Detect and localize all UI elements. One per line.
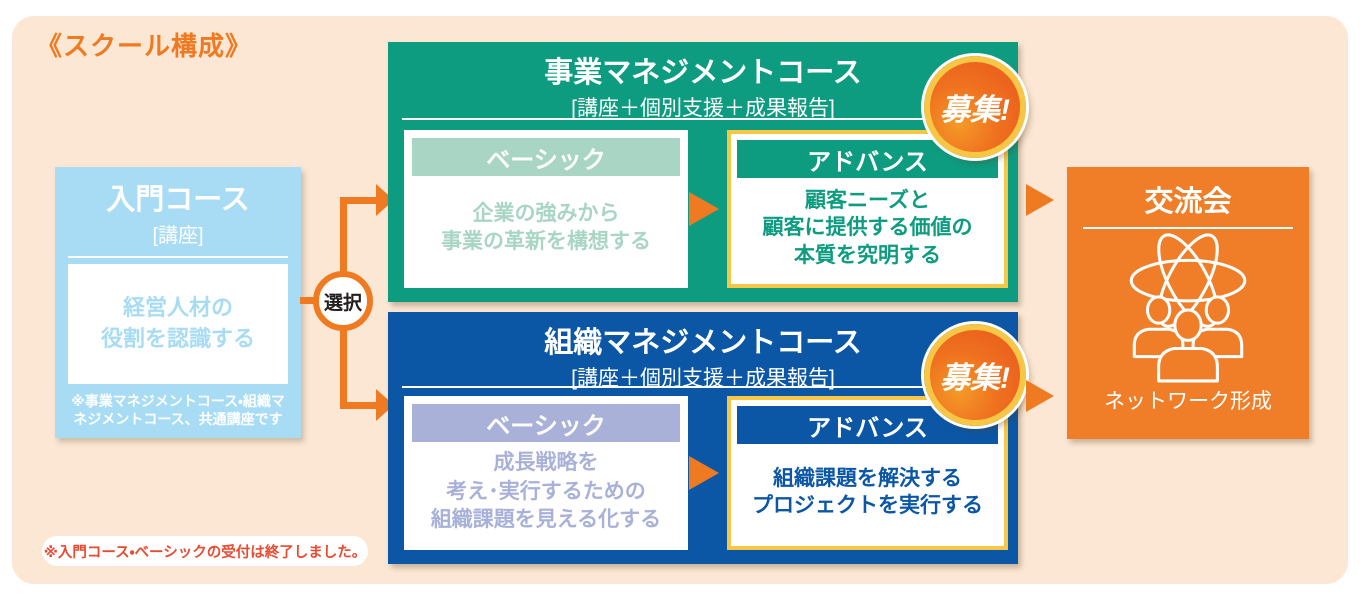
connector-line-top xyxy=(343,197,379,204)
organization-management-course-box: 組織マネジメントコース [講座＋個別支援＋成果報告] ベーシック 成長戦略を 考… xyxy=(388,312,1018,564)
organization-course-divider xyxy=(402,386,928,388)
business-basic-description: 企業の強みから 事業の革新を構想する xyxy=(441,201,651,253)
business-advance-box: アドバンス 顧客ニーズと 顧客に提供する価値の 本質を究明する xyxy=(727,130,1008,288)
recruiting-badge: 募集! xyxy=(924,324,1026,426)
business-management-course-box: 事業マネジメントコース [講座＋個別支援＋成果報告] ベーシック 企業の強みから… xyxy=(388,42,1018,302)
exchange-divider xyxy=(1083,227,1293,229)
business-course-subtitle: [講座＋個別支援＋成果報告] xyxy=(571,97,835,120)
business-course-divider xyxy=(402,118,928,120)
business-basic-box: ベーシック 企業の強みから 事業の革新を構想する xyxy=(404,130,688,288)
intro-course-subtitle: [講座] xyxy=(152,225,204,247)
organization-course-title: 組織マネジメントコース xyxy=(544,327,862,359)
intro-course-description-text: 経営人材の 役割を認識する xyxy=(100,295,255,351)
exchange-title: 交流会 xyxy=(1144,186,1232,218)
intro-course-note: ※事業マネジメントコース・組織マ ネジメントコース、共通講座です xyxy=(71,393,285,427)
organization-basic-box: ベーシック 成長戦略を 考え･実行するための 組織課題を見える化する xyxy=(404,396,688,550)
intro-course-description: 経営人材の 役割を認識する xyxy=(68,264,288,384)
intro-divider xyxy=(68,256,288,258)
page-title: 《スクール構成》 xyxy=(36,31,253,61)
arrow-right-icon xyxy=(1026,184,1054,216)
intro-course-title: 入門コース xyxy=(106,184,250,216)
organization-basic-header: ベーシック xyxy=(412,404,680,442)
organization-advance-box: アドバンス 組織課題を解決する プロジェクトを実行する xyxy=(727,396,1008,550)
organization-basic-description: 成長戦略を 考え･実行するための 組織課題を見える化する xyxy=(430,451,662,532)
arrow-right-icon xyxy=(1026,380,1054,412)
exchange-description: ネットワーク形成 xyxy=(1104,390,1272,413)
footer-note-pill: ※入門コース・ベーシックの受付は終了しました。 xyxy=(42,536,368,566)
business-basic-header: ベーシック xyxy=(412,138,680,176)
business-advance-header: アドバンス xyxy=(737,140,998,178)
arrow-right-icon xyxy=(689,456,719,490)
business-course-title: 事業マネジメントコース xyxy=(544,57,862,89)
connector-line-stub xyxy=(300,297,316,304)
people-network-icon xyxy=(1129,233,1247,383)
business-advance-description: 顧客ニーズと 顧客に提供する価値の 本質を究明する xyxy=(762,189,973,267)
exchange-meeting-box: 交流会 ネットワーク形成 xyxy=(1067,167,1309,439)
arrow-right-icon xyxy=(689,192,719,226)
intro-course-box: 入門コース [講座] 経営人材の 役割を認識する ※事業マネジメントコース・組織… xyxy=(55,167,301,438)
organization-advance-description: 組織課題を解決する プロジェクトを実行する xyxy=(752,466,983,517)
select-label-circle: 選択 xyxy=(313,271,373,331)
organization-course-subtitle: [講座＋個別支援＋成果報告] xyxy=(571,367,835,390)
connector-line-bottom xyxy=(343,402,379,409)
recruiting-badge: 募集! xyxy=(924,56,1026,158)
